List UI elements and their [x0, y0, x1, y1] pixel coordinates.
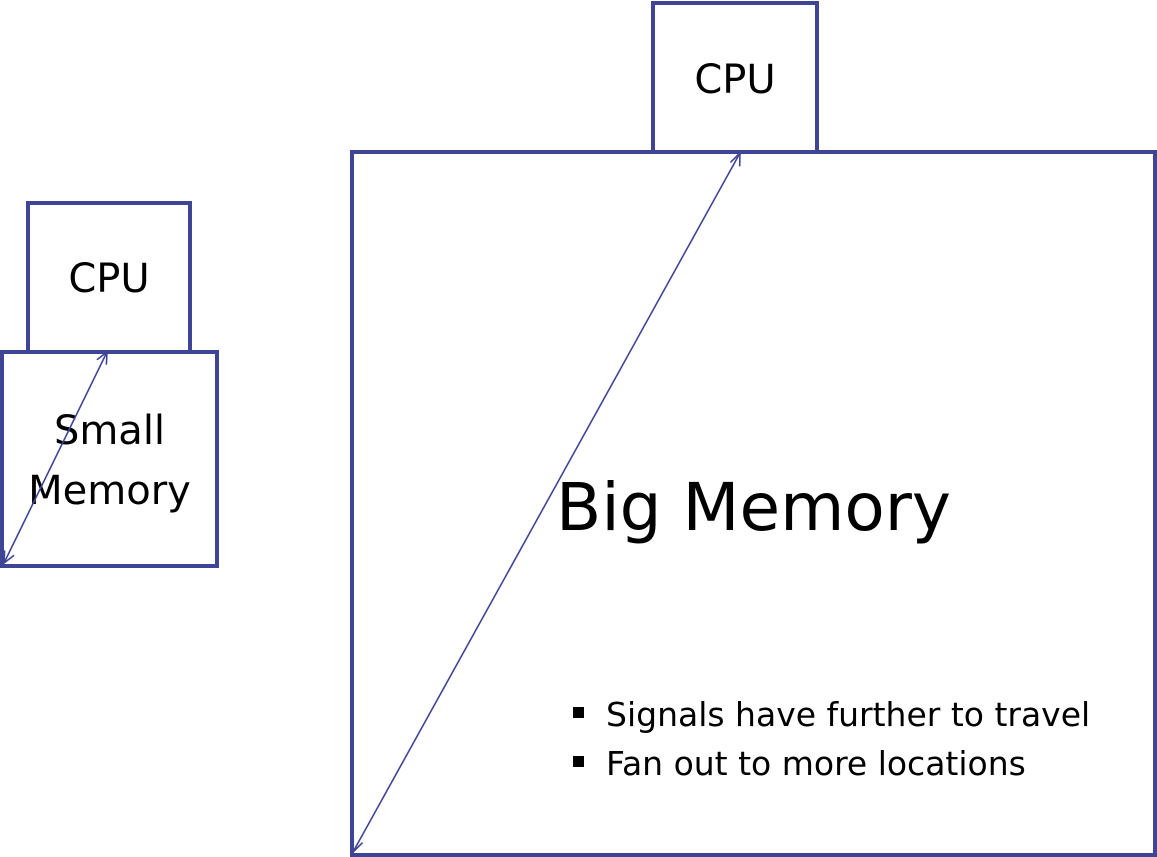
small-cpu-box	[26, 201, 192, 354]
note-text: Signals have further to travel	[606, 695, 1091, 734]
notes-list: Signals have further to travel Fan out t…	[570, 690, 1090, 788]
small-cpu-label: CPU	[68, 256, 150, 302]
note-item: Signals have further to travel	[570, 690, 1090, 739]
note-text: Fan out to more locations	[606, 744, 1026, 783]
big-cpu-label: CPU	[694, 57, 776, 103]
square-bullet-icon	[573, 707, 584, 718]
big-memory-label: Big Memory	[556, 469, 951, 546]
small-memory-label-line1: Small	[53, 408, 166, 454]
big-cpu-box	[651, 1, 819, 154]
note-item: Fan out to more locations	[570, 739, 1090, 788]
small-memory-box	[0, 350, 219, 568]
square-bullet-icon	[573, 756, 584, 767]
small-memory-label-line2: Memory	[28, 468, 191, 514]
